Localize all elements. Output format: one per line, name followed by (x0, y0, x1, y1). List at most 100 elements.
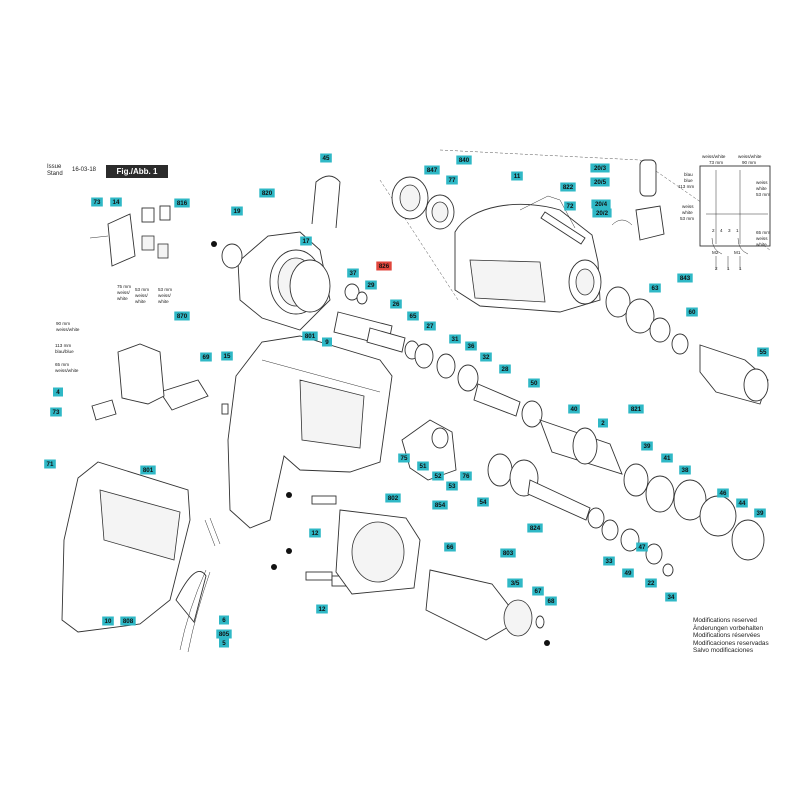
brush-lead-label: 113 mm (55, 343, 71, 348)
part-number-tag: 31 (449, 334, 461, 344)
part-number-text: 47 (639, 544, 646, 551)
part-number-tag: 820 (259, 188, 275, 198)
part-tag-box (322, 337, 332, 347)
part-number-tag: 6 (219, 615, 229, 625)
part-number-tag: 3/5 (507, 578, 523, 588)
clip-parts-69-15 (159, 379, 229, 415)
brush-lead-label: white (158, 299, 169, 304)
part-tag-box (592, 208, 612, 218)
part-number-tag: 801 (302, 331, 318, 341)
gear-housing-part (454, 195, 602, 313)
wiring-wire-color: weiss (756, 180, 768, 185)
hammer-tube-part (539, 419, 675, 513)
bearing-shield-part (221, 231, 331, 331)
part-tag-box (200, 352, 212, 362)
part-number-tag: 20/5 (590, 177, 610, 187)
part-number-tag: 32 (480, 352, 492, 362)
wiring-wire-color: weiss/white (738, 154, 762, 159)
part-number-text: 824 (530, 525, 541, 532)
part-tag-box (53, 387, 63, 397)
screw-72-part (540, 211, 586, 245)
part-number-text: 15 (224, 353, 231, 360)
wiring-wire-length: 65 mm (756, 230, 770, 235)
tool-holder-part (605, 286, 769, 405)
part-number-tag: 52 (432, 471, 444, 481)
part-number-text: 26 (393, 301, 400, 308)
notice-line: Salvo modificaciones (693, 647, 754, 655)
shaft-gear-parts (414, 343, 543, 428)
part-number-text: 19 (234, 208, 241, 215)
part-tag-box (424, 321, 436, 331)
part-number-text: 805 (219, 631, 230, 638)
part-tag-box (259, 188, 275, 198)
part-number-text: 20/4 (595, 201, 608, 208)
part-number-text: 14 (113, 199, 120, 206)
part-number-text: 816 (177, 200, 188, 207)
part-number-tag: 802 (385, 493, 401, 503)
part-tag-box (219, 638, 229, 648)
part-tag-box (686, 307, 698, 317)
part-number-tag: 27 (424, 321, 436, 331)
wiring-wire-color: white (756, 242, 767, 247)
part-tag-box (446, 481, 458, 491)
part-number-tag: 826 (376, 261, 392, 271)
motor-housing-part (227, 335, 393, 529)
part-number-text: 5 (222, 640, 226, 647)
part-tag-box (449, 334, 461, 344)
brush-lead-label: blau/blue (55, 349, 74, 354)
wiring-wire-color: weiss (682, 204, 694, 209)
part-tag-box (432, 500, 448, 510)
part-number-text: 52 (435, 473, 442, 480)
wiring-wire-length: 90 mm (742, 160, 756, 165)
part-number-text: 12 (319, 606, 326, 613)
part-tag-box (219, 615, 229, 625)
part-tag-box (465, 341, 477, 351)
part-tag-box (320, 153, 332, 163)
brush-lead-label: white (117, 296, 128, 301)
part-number-text: 76 (463, 473, 470, 480)
part-number-text: 54 (480, 499, 487, 506)
part-tag-box (511, 171, 523, 181)
part-number-text: 20/2 (596, 210, 609, 217)
part-number-tag: 12 (309, 528, 321, 538)
part-tag-box (407, 311, 419, 321)
part-number-tag: 53 (446, 481, 458, 491)
part-tag-box (545, 596, 557, 606)
part-tag-box (120, 616, 136, 626)
part-tag-box (636, 542, 648, 552)
part-number-text: 53 (449, 483, 456, 490)
part-tag-box (424, 165, 440, 175)
part-number-tag: 76 (460, 471, 472, 481)
part-number-tag: 37 (347, 268, 359, 278)
part-number-tag: 47 (636, 542, 648, 552)
part-tag-box (316, 604, 328, 614)
part-number-text: 67 (535, 588, 542, 595)
part-tag-box (677, 273, 693, 283)
wiring-terminal: 1 (727, 266, 730, 271)
part-number-tag: 72 (564, 201, 576, 211)
wiring-wire-color: white (756, 186, 767, 191)
part-number-tag: 71 (44, 459, 56, 469)
part-number-tag: 15 (221, 351, 233, 361)
brush-lead-label: weiss/white (55, 368, 79, 373)
selector-lever-part (401, 419, 457, 481)
part-number-text: 49 (625, 570, 632, 577)
part-number-text: 808 (123, 618, 134, 625)
part-number-text: 36 (468, 343, 475, 350)
part-number-text: 802 (388, 495, 399, 502)
part-tag-box (560, 182, 576, 192)
part-number-tag: 824 (527, 523, 543, 533)
part-tag-box (480, 352, 492, 362)
part-tag-box (590, 163, 610, 173)
part-tag-box (456, 155, 472, 165)
part-tag-box (477, 497, 489, 507)
part-number-tag: 822 (560, 182, 576, 192)
part-tag-box (679, 465, 691, 475)
part-tag-box (532, 586, 544, 596)
part-number-text: 801 (305, 333, 316, 340)
part-number-tag: 45 (320, 153, 332, 163)
part-number-tag: 5 (219, 638, 229, 648)
part-tag-box (102, 616, 114, 626)
part-tag-box (174, 311, 190, 321)
part-number-tag: 20/4 (591, 199, 611, 209)
